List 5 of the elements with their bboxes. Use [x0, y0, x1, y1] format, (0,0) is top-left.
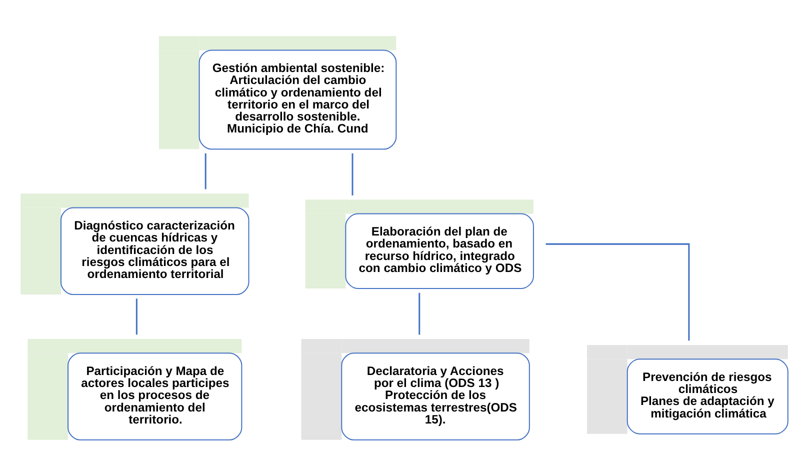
connector: [204, 153, 206, 190]
connector: [136, 298, 138, 335]
connector: [546, 243, 690, 341]
connector: [418, 292, 420, 335]
connector: [352, 153, 354, 196]
